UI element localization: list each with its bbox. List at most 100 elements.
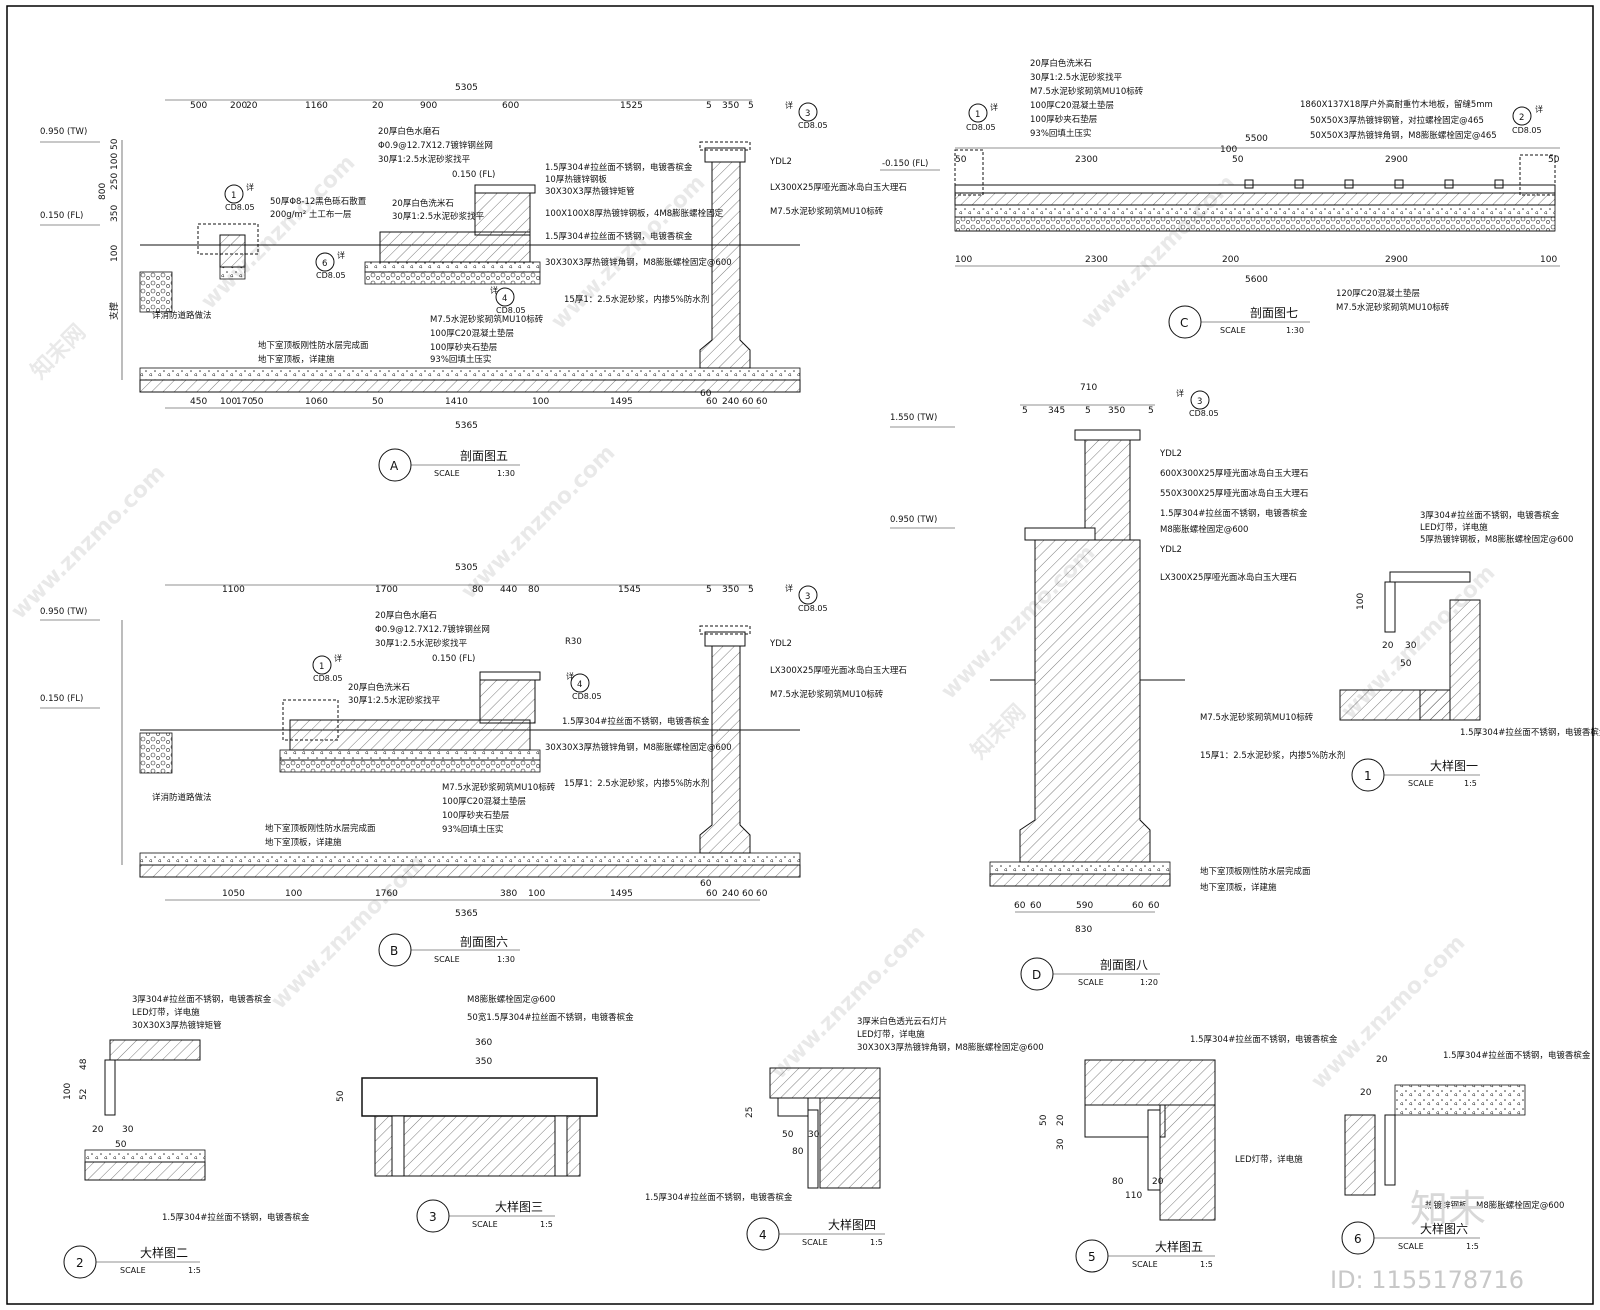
svg-text:LED灯带，详电施: LED灯带，详电施 [1235,1154,1303,1165]
callout-1[interactable]: 1 CD8.05 详 [282,653,343,741]
notes-b: 20厚白色水磨石 Φ0.9@12.7X12.7镀锌钢丝网 30厚1:2.5水泥砂… [152,610,907,848]
svg-text:550X300X25厚哑光面冰岛白玉大理石: 550X300X25厚哑光面冰岛白玉大理石 [1160,488,1308,499]
dim-chain-bottom: 100 2300 200 2900 100 [955,255,1557,265]
svg-text:350: 350 [722,101,739,111]
svg-text:100: 100 [532,397,549,407]
svg-text:20: 20 [1056,1114,1066,1126]
callout-4[interactable]: 4 CD8.05 详 [566,671,602,701]
svg-text:2900: 2900 [1385,255,1408,265]
callout-2[interactable]: 2 CD8.05 详 [1512,104,1556,196]
svg-text:450: 450 [190,397,207,407]
svg-text:100: 100 [1540,255,1557,265]
svg-text:5: 5 [1085,406,1091,416]
callout-6[interactable]: 6 CD8.05 详 [315,250,346,280]
svg-text:5: 5 [1148,406,1154,416]
svg-text:15厚1：2.5水泥砂浆，内掺5%防水剂: 15厚1：2.5水泥砂浆，内掺5%防水剂 [564,294,709,305]
svg-text:60: 60 [706,889,718,899]
callout-4[interactable]: 4 CD8.05 详 [490,285,526,315]
svg-text:80: 80 [528,585,540,595]
svg-text:20厚白色水磨石: 20厚白色水磨石 [378,126,440,137]
svg-text:100厚C20混凝土垫层: 100厚C20混凝土垫层 [1030,100,1114,111]
notes-d: YDL2 600X300X25厚哑光面冰岛白玉大理石 550X300X25厚哑光… [1159,449,1345,893]
callout-3[interactable]: 3 CD8.05 详 [785,583,828,613]
svg-text:590: 590 [1076,901,1093,911]
svg-text:20: 20 [1382,641,1394,651]
dim-chain-top: 1100 1700 80 440 80 1545 5 350 5 [222,585,754,595]
callout-3[interactable]: 3 CD8.05 详 [1176,388,1219,418]
svg-text:48: 48 [79,1058,89,1070]
svg-text:30厚1:2.5水泥砂浆找平: 30厚1:2.5水泥砂浆找平 [1030,72,1123,83]
svg-text:1.5厚304#拉丝面不锈钢，电镀香槟金: 1.5厚304#拉丝面不锈钢，电镀香槟金 [1190,1034,1338,1045]
sheet-border [6,5,1594,1305]
svg-text:1.5厚304#拉丝面不锈钢，电镀香槟金: 1.5厚304#拉丝面不锈钢，电镀香槟金 [645,1192,793,1203]
svg-text:地下室顶板，详建施: 地下室顶板，详建施 [258,354,335,365]
svg-text:3: 3 [805,109,810,119]
svg-text:地下室顶板，详建施: 地下室顶板，详建施 [1200,882,1277,893]
level-tw: 0.950 (TW) [40,127,87,137]
callout-3[interactable]: 3 CD8.05 详 [785,100,828,130]
svg-text:30X30X3厚热镀锌矩管: 30X30X3厚热镀锌矩管 [545,186,635,197]
detail-4: 3厚米白色透光云石灯片 LED灯带，详电施 30X30X3厚热镀锌角钢，M8膨胀… [645,1016,1044,1251]
svg-text:30厚1:2.5水泥砂浆找平: 30厚1:2.5水泥砂浆找平 [375,638,468,649]
svg-text:25: 25 [745,1107,755,1118]
callout-1[interactable]: 1 CD8.05 详 [954,102,998,196]
svg-text:5: 5 [748,585,754,595]
dim-total-top: 5500 [1245,134,1268,144]
svg-text:5: 5 [748,101,754,111]
svg-text:50X50X3厚热镀锌钢管，对拉螺栓固定@465: 50X50X3厚热镀锌钢管，对拉螺栓固定@465 [1310,115,1484,126]
section-title-d: D 剖面图八 SCALE 1:20 [1020,957,1160,991]
dim-total-bottom: 830 [1075,925,1092,935]
level-fl: 0.150 (FL) [40,694,83,704]
svg-text:详: 详 [1176,388,1184,398]
svg-text:3厚304#拉丝面不锈钢，电镀香槟金: 3厚304#拉丝面不锈钢，电镀香槟金 [1420,510,1560,521]
svg-text:热镀锌钢板，M8膨胀螺栓固定@600: 热镀锌钢板，M8膨胀螺栓固定@600 [1425,1200,1564,1211]
svg-text:3厚米白色透光云石灯片: 3厚米白色透光云石灯片 [857,1016,947,1027]
svg-text:15厚1：2.5水泥砂浆，内掺5%防水剂: 15厚1：2.5水泥砂浆，内掺5%防水剂 [564,778,709,789]
svg-text:20厚白色洗米石: 20厚白色洗米石 [392,198,454,209]
svg-text:M8膨胀螺栓固定@600: M8膨胀螺栓固定@600 [467,994,555,1005]
svg-text:5: 5 [1022,406,1028,416]
section-b: 5305 1100 1700 80 440 80 1545 5 350 5 0.… [40,563,907,967]
dim-chain-bottom: 1050 100 1760 380 100 1495 60 60 240 60 … [222,879,768,899]
svg-text:M7.5水泥砂浆砌筑MU10标砖: M7.5水泥砂浆砌筑MU10标砖 [1336,302,1450,313]
svg-text:50: 50 [1548,155,1560,165]
svg-text:50: 50 [1039,1114,1049,1126]
svg-text:60: 60 [1148,901,1160,911]
svg-text:30X30X3厚热镀锌角钢，M8膨胀螺栓固定@600: 30X30X3厚热镀锌角钢，M8膨胀螺栓固定@600 [857,1042,1044,1053]
svg-text:1:20: 1:20 [1140,978,1158,987]
svg-text:M7.5水泥砂浆砌筑MU10标砖: M7.5水泥砂浆砌筑MU10标砖 [770,206,884,217]
svg-text:60: 60 [742,397,754,407]
svg-text:1:30: 1:30 [497,469,515,478]
svg-text:地下室顶板刚性防水层完成面: 地下室顶板刚性防水层完成面 [265,823,376,834]
svg-text:50: 50 [372,397,384,407]
svg-text:CD8.05: CD8.05 [313,674,343,683]
svg-text:1: 1 [319,662,324,672]
svg-text:20: 20 [372,101,384,111]
dim-total-top: 710 [1080,383,1097,393]
svg-text:CD8.05: CD8.05 [572,692,602,701]
svg-text:50X50X3厚热镀锌角钢，M8膨胀螺栓固定@465: 50X50X3厚热镀锌角钢，M8膨胀螺栓固定@465 [1310,130,1497,141]
svg-text:30厚1:2.5水泥砂浆找平: 30厚1:2.5水泥砂浆找平 [378,154,471,165]
svg-text:SCALE: SCALE [120,1266,146,1275]
svg-text:详: 详 [566,671,574,681]
svg-text:50: 50 [955,155,967,165]
svg-text:5: 5 [706,585,712,595]
svg-text:SCALE: SCALE [434,955,460,964]
section-title-a: A 剖面图五 SCALE 1:30 [378,448,520,482]
svg-text:CD8.05: CD8.05 [1512,126,1542,135]
watermark-text: www.znzmo.com [197,150,361,314]
callout-1[interactable]: 1 CD8.05 详 [197,182,259,255]
svg-text:大样图二: 大样图二 [140,1245,188,1260]
dim-chain-bottom: 60 60 590 60 60 [1014,901,1160,911]
svg-text:20厚白色水磨石: 20厚白色水磨石 [375,610,437,621]
svg-text:M7.5水泥砂浆砌筑MU10标砖: M7.5水泥砂浆砌筑MU10标砖 [442,782,556,793]
svg-text:详: 详 [785,100,793,110]
svg-text:SCALE: SCALE [434,469,460,478]
svg-text:LED灯带，详电施: LED灯带，详电施 [1420,522,1488,533]
detail-6: 1.5厚304#拉丝面不锈钢，电镀香槟金 热镀锌钢板，M8膨胀螺栓固定@600 … [1341,1050,1591,1255]
svg-text:600: 600 [502,101,519,111]
svg-text:5: 5 [1088,1250,1096,1264]
svg-text:80: 80 [1112,1177,1124,1187]
svg-text:30厚1:2.5水泥砂浆找平: 30厚1:2.5水泥砂浆找平 [348,695,441,706]
dim-total-top: 5305 [455,83,478,93]
